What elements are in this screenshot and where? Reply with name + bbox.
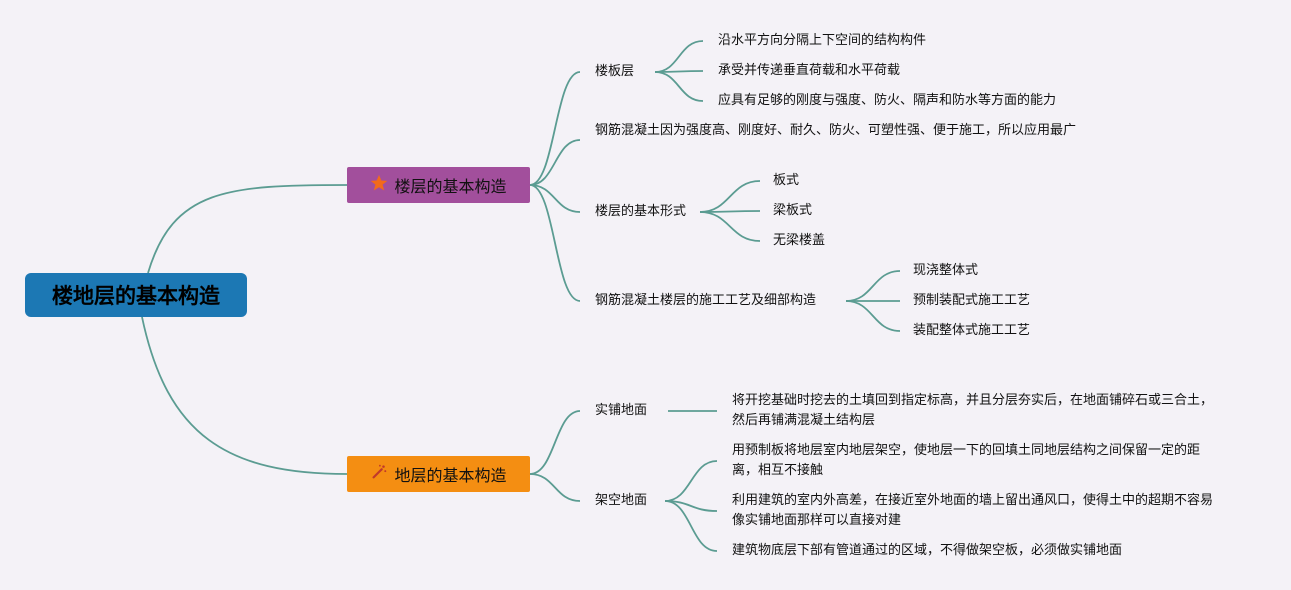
magic-wand-icon (370, 463, 388, 486)
branch-label: 地层的基本构造 (394, 466, 507, 485)
branch-floor-structure[interactable]: 楼层的基本构造 (347, 167, 530, 203)
leaf-topic[interactable]: 装配整体式施工工艺 (913, 323, 1031, 338)
root-topic[interactable]: 楼地层的基本构造 (25, 273, 247, 317)
leaf-topic[interactable]: 利用建筑的室内外高差，在接近室外地面的墙上留出通风口，使得土中的超期不容易像实铺… (732, 493, 1214, 528)
leaf-topic[interactable]: 承受并传递垂直荷载和水平荷载 (718, 63, 901, 78)
leaf-topic[interactable]: 板式 (773, 173, 800, 188)
subtopic-floor-slab[interactable]: 楼板层 (595, 64, 635, 79)
leaf-topic[interactable]: 现浇整体式 (913, 263, 979, 278)
connector-line (664, 500, 718, 552)
connector-line (654, 70, 704, 73)
leaf-topic[interactable]: 建筑物底层下部有管道通过的区域，不得做架空板，必须做实铺地面 (732, 543, 1123, 558)
subtopic-floor-forms[interactable]: 楼层的基本形式 (595, 204, 687, 219)
connector-branch1-sub (529, 184, 581, 302)
connector-line (845, 300, 901, 332)
connector-line (699, 210, 761, 213)
connector-line (654, 40, 704, 73)
subtopic-raised-ground[interactable]: 架空地面 (595, 493, 648, 508)
branch-label: 楼层的基本构造 (394, 177, 507, 196)
subtopic-reinforced-concrete[interactable]: 钢筋混凝土因为强度高、刚度好、耐久、防火、可塑性强、便于施工，所以应用最广 (595, 123, 1077, 138)
leaf-topic[interactable]: 无梁楼盖 (773, 233, 826, 248)
connector-branch2-sub (529, 473, 581, 502)
branch-ground-structure[interactable]: 地层的基本构造 (347, 456, 530, 492)
connector-root-branch1 (147, 184, 348, 274)
subtopic-construction-process[interactable]: 钢筋混凝土楼层的施工工艺及细部构造 (595, 293, 817, 308)
connector-line (654, 71, 704, 102)
connector-branch1-sub (529, 139, 581, 186)
connector-line (699, 211, 761, 242)
leaf-topic[interactable]: 梁板式 (773, 203, 813, 218)
leaf-topic[interactable]: 将开挖基础时挖去的土填回到指定标高，并且分层夯实后，在地面铺碎石或三合土，然后再… (732, 393, 1214, 428)
connector-branch2-sub (529, 410, 581, 475)
connector-line (845, 270, 901, 302)
leaf-topic[interactable]: 用预制板将地层室内地层架空，使地层一下的回填土同地层结构之间保留一定的距离，相互… (732, 443, 1201, 478)
connector-root-branch2 (141, 316, 348, 475)
subtopic-solid-ground[interactable]: 实铺地面 (595, 403, 648, 418)
connector-branch1-sub (529, 71, 581, 186)
connector-line (664, 460, 718, 502)
connector-line (699, 180, 761, 213)
star-icon (370, 174, 388, 197)
connector-branch1-sub (529, 184, 581, 213)
leaf-topic[interactable]: 预制装配式施工工艺 (913, 293, 1031, 308)
leaf-topic[interactable]: 沿水平方向分隔上下空间的结构构件 (718, 33, 927, 48)
leaf-topic[interactable]: 应具有足够的刚度与强度、防火、隔声和防水等方面的能力 (718, 93, 1057, 108)
